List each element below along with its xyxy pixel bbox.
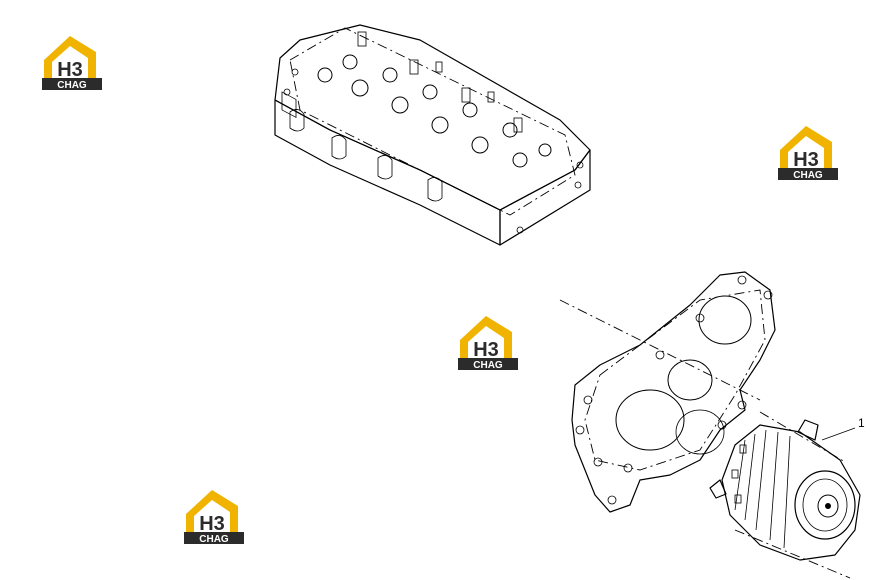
cylinder-head-drawing <box>274 24 591 246</box>
centerline <box>559 299 761 401</box>
svg-text:CHAG: CHAG <box>793 170 823 181</box>
svg-text:H3: H3 <box>57 59 83 81</box>
callout-label: 1 <box>858 416 865 430</box>
watermark-logo: H3 CHAG <box>182 486 246 546</box>
svg-text:H3: H3 <box>473 339 499 361</box>
svg-text:H3: H3 <box>199 513 225 535</box>
watermark-logo: H3 CHAG <box>776 122 840 182</box>
gear-housing-drawing <box>571 271 776 513</box>
centerline <box>734 529 851 579</box>
svg-text:CHAG: CHAG <box>473 360 503 371</box>
callout-leader <box>821 427 856 441</box>
svg-text:H3: H3 <box>793 149 819 171</box>
svg-text:CHAG: CHAG <box>199 534 229 545</box>
watermark-logo: H3 CHAG <box>40 32 104 92</box>
alternator-drawing <box>709 419 861 561</box>
svg-text:CHAG: CHAG <box>57 80 87 91</box>
watermark-logo: H3 CHAG <box>456 312 520 372</box>
